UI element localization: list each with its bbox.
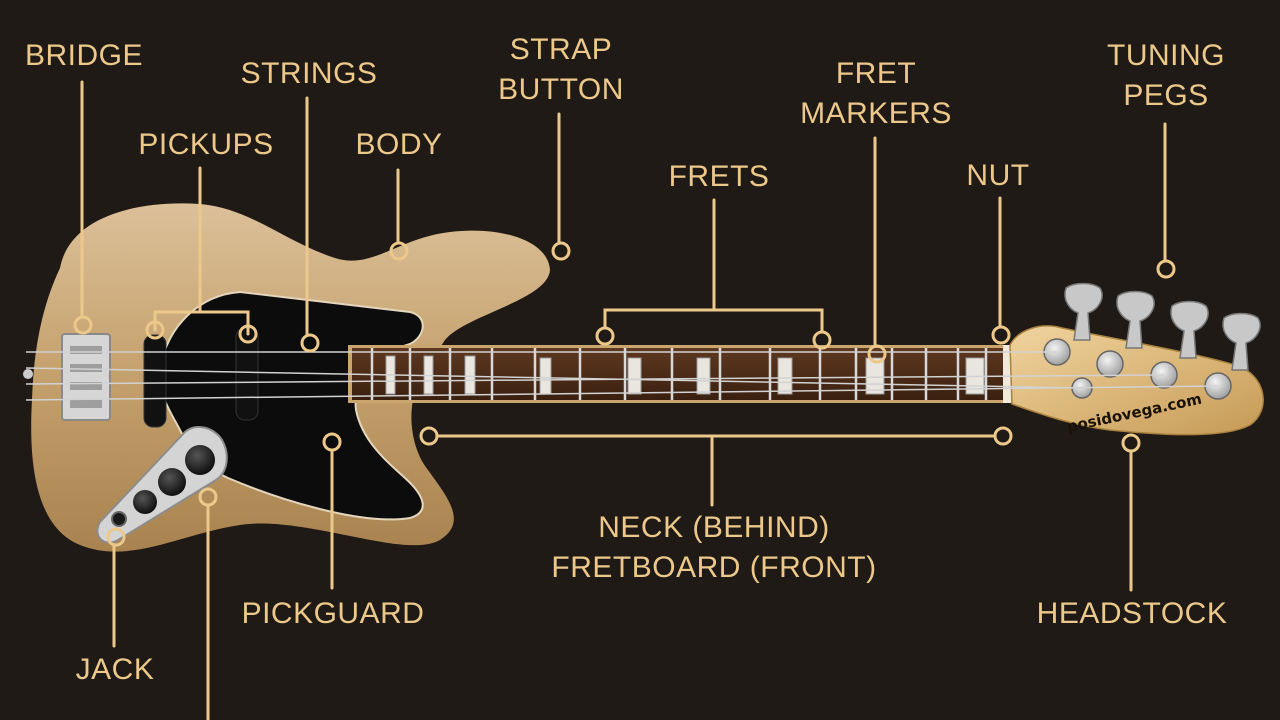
bridge-saddles: [70, 346, 102, 408]
label-body-text: BODY: [355, 128, 443, 161]
tuning-peg-keys[interactable]: [1064, 282, 1261, 371]
label-nut-text: NUT: [966, 159, 1030, 192]
label-tuning-pegs: TUNING PEGS: [1107, 36, 1225, 116]
label-strap-button-line1: STRAP: [509, 33, 613, 66]
label-bridge-text: BRIDGE: [24, 39, 144, 72]
label-tuning-pegs-line1: TUNING: [1107, 39, 1225, 72]
strap-button-peg: [23, 369, 33, 379]
label-jack: JACK: [76, 650, 155, 690]
label-pickups: PICKUPS: [138, 125, 273, 165]
output-jack[interactable]: [111, 511, 127, 527]
label-fret-markers: FRET MARKERS: [800, 54, 952, 134]
headstock-shape: [1009, 325, 1264, 436]
label-strap-button: STRAP BUTTON: [498, 30, 624, 110]
callout-leaders: [80, 80, 1167, 720]
label-fretboard-line: FRETBOARD (FRONT): [551, 551, 877, 584]
label-strings: STRINGS: [241, 54, 378, 94]
volume-knob-2[interactable]: [158, 468, 186, 496]
label-frets: FRETS: [669, 157, 770, 197]
label-strap-button-line2: BUTTON: [498, 73, 624, 106]
label-body: BODY: [355, 125, 442, 165]
label-headstock-text: HEADSTOCK: [1036, 597, 1228, 630]
label-strings-text: STRINGS: [240, 57, 378, 90]
label-pickups-text: PICKUPS: [138, 128, 274, 161]
volume-knob-1[interactable]: [185, 445, 215, 475]
label-neck-fretboard: NECK (BEHIND) FRETBOARD (FRONT): [551, 508, 876, 588]
label-bridge: BRIDGE: [25, 36, 143, 76]
label-jack-text: JACK: [75, 653, 155, 686]
label-frets-text: FRETS: [668, 160, 770, 193]
callout-dots: [73, 241, 1176, 547]
label-fret-markers-line2: MARKERS: [800, 97, 952, 130]
label-nut: NUT: [966, 156, 1029, 196]
label-pickguard-text: PICKGUARD: [241, 597, 425, 630]
label-tuning-pegs-line2: PEGS: [1123, 79, 1209, 112]
label-pickguard: PICKGUARD: [242, 594, 425, 634]
fretboard: [352, 348, 1007, 400]
pickup-neck: [143, 334, 167, 428]
nut-piece: [1003, 345, 1011, 403]
label-fret-markers-line1: FRET: [835, 57, 917, 90]
label-neck-line: NECK (BEHIND): [598, 511, 830, 544]
tone-knob[interactable]: [133, 490, 157, 514]
label-headstock: HEADSTOCK: [1037, 594, 1228, 634]
